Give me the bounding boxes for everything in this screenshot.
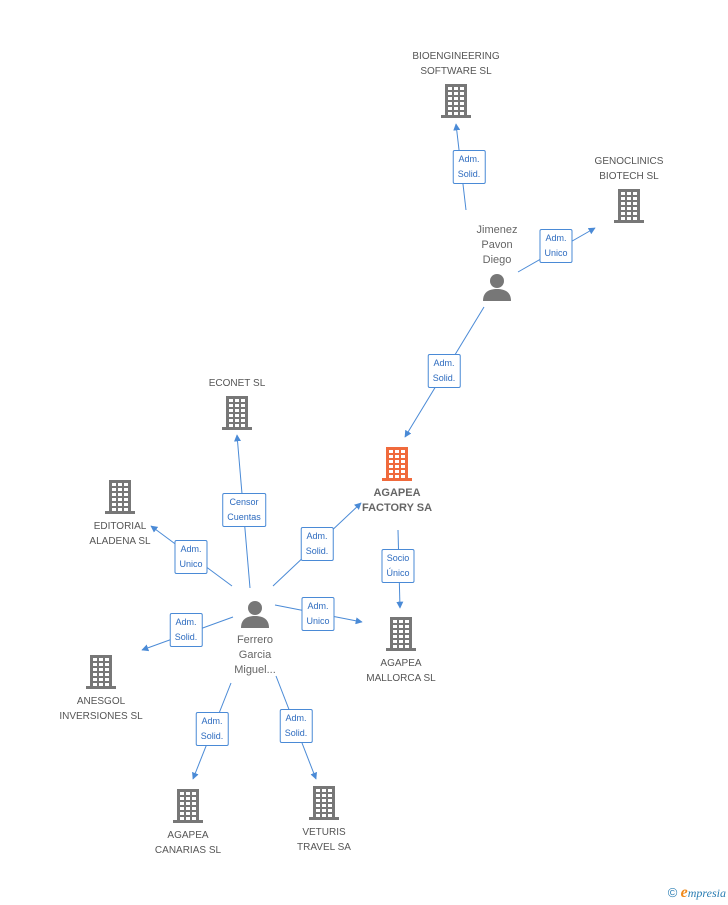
building-icon-agapea-factory[interactable] bbox=[381, 446, 413, 487]
node-label-line: FACTORY SA bbox=[361, 502, 433, 514]
node-label-line: Diego bbox=[482, 254, 512, 266]
node-label-genoclinics[interactable]: GENOCLINICS BIOTECH SL bbox=[595, 154, 664, 184]
person-icon-jimenez[interactable] bbox=[482, 272, 512, 307]
node-label-line: VETURIS bbox=[302, 827, 346, 838]
edge-label-line: Unico bbox=[179, 559, 203, 569]
node-label-agapea-factory[interactable]: AGAPEA FACTORY SA bbox=[362, 486, 432, 516]
node-label-line: Garcia bbox=[238, 649, 272, 661]
node-label-econet[interactable]: ECONET SL bbox=[209, 376, 266, 391]
edge-label[interactable]: Adm. Solid. bbox=[279, 709, 313, 743]
node-label-line: Jimenez bbox=[476, 224, 518, 236]
node-label-agapea-canarias[interactable]: AGAPEA CANARIAS SL bbox=[155, 828, 221, 858]
edge-label-line: Solid. bbox=[457, 169, 481, 179]
node-label-bioengineering[interactable]: BIOENGINEERING SOFTWARE SL bbox=[412, 49, 499, 79]
edge-label-line: Adm. bbox=[458, 154, 480, 164]
node-label-line: INVERSIONES SL bbox=[59, 711, 143, 722]
person-icon-ferrero[interactable] bbox=[240, 599, 270, 634]
edge-label-line: Solid. bbox=[284, 728, 308, 738]
node-label-line: Pavon bbox=[481, 239, 513, 251]
node-label-line: TRAVEL SA bbox=[297, 842, 351, 853]
node-label-anesgol[interactable]: ANESGOL INVERSIONES SL bbox=[59, 694, 142, 724]
node-label-line: ECONET SL bbox=[208, 378, 266, 389]
edge-label[interactable]: Adm. Solid. bbox=[195, 712, 229, 746]
edge-label-line: Solid. bbox=[432, 373, 456, 383]
edge-label[interactable]: Adm. Solid. bbox=[427, 354, 461, 388]
node-label-line: AGAPEA bbox=[373, 487, 421, 499]
building-icon-econet[interactable] bbox=[221, 395, 253, 436]
building-icon-genoclinics[interactable] bbox=[613, 188, 645, 229]
node-label-line: Ferrero bbox=[236, 634, 274, 646]
edge-label-line: Único bbox=[386, 568, 410, 578]
node-label-line: BIOENGINEERING bbox=[412, 51, 500, 62]
node-label-line: AGAPEA bbox=[380, 658, 422, 669]
edge-label[interactable]: Adm. Solid. bbox=[452, 150, 486, 184]
edge-label-line: Solid. bbox=[174, 632, 198, 642]
edge-label-line: Socio bbox=[386, 553, 410, 563]
copyright-symbol: © bbox=[667, 885, 678, 900]
edge-label-line: Solid. bbox=[200, 731, 224, 741]
edge-label-line: Adm. bbox=[306, 531, 328, 541]
empresia-footer: © empresia bbox=[668, 884, 726, 902]
node-label-agapea-mallorca[interactable]: AGAPEA MALLORCA SL bbox=[366, 656, 435, 686]
edge-label[interactable]: Adm. Solid. bbox=[169, 613, 203, 647]
building-icon-editorial[interactable] bbox=[104, 479, 136, 520]
edge-label[interactable]: Adm. Unico bbox=[539, 229, 573, 263]
building-icon-agapea-canarias[interactable] bbox=[172, 788, 204, 829]
edge-label[interactable]: Adm. Unico bbox=[174, 540, 208, 574]
node-label-line: EDITORIAL bbox=[93, 521, 147, 532]
building-icon-veturis[interactable] bbox=[308, 785, 340, 826]
node-label-line: ALADENA SL bbox=[89, 536, 151, 547]
node-label-line: AGAPEA bbox=[167, 830, 209, 841]
node-label-line: Miguel... bbox=[234, 664, 276, 676]
edge-label-line: Adm. bbox=[285, 713, 307, 723]
edge-label[interactable]: Adm. Unico bbox=[301, 597, 335, 631]
edge-label-line: Censor bbox=[229, 497, 259, 507]
node-label-line: MALLORCA SL bbox=[366, 673, 436, 684]
edge-label-line: Adm. bbox=[175, 617, 197, 627]
edge-label-line: Solid. bbox=[305, 546, 329, 556]
edge-label-line: Unico bbox=[306, 616, 330, 626]
node-label-line: BIOTECH SL bbox=[599, 171, 659, 182]
edge-label-line: Adm. bbox=[545, 233, 567, 243]
node-label-editorial[interactable]: EDITORIAL ALADENA SL bbox=[89, 519, 150, 549]
node-label-line: SOFTWARE SL bbox=[420, 66, 492, 77]
edge-label-line: Adm. bbox=[307, 601, 329, 611]
edge-label[interactable]: Adm. Solid. bbox=[300, 527, 334, 561]
empresia-logo: empresia bbox=[680, 884, 726, 901]
node-label-line: ANESGOL bbox=[76, 696, 126, 707]
node-label-line: GENOCLINICS bbox=[594, 156, 664, 167]
edge-label-line: Cuentas bbox=[227, 512, 261, 522]
edge-label-line: Adm. bbox=[201, 716, 223, 726]
edge-label-line: Unico bbox=[544, 248, 568, 258]
building-icon-agapea-mallorca[interactable] bbox=[385, 616, 417, 657]
building-icon-anesgol[interactable] bbox=[85, 654, 117, 695]
edge-label-line: Adm. bbox=[180, 544, 202, 554]
node-label-line: CANARIAS SL bbox=[154, 845, 222, 856]
node-label-veturis[interactable]: VETURIS TRAVEL SA bbox=[297, 825, 351, 855]
building-icon-bioengineering[interactable] bbox=[440, 83, 472, 124]
edge-label-line: Adm. bbox=[433, 358, 455, 368]
